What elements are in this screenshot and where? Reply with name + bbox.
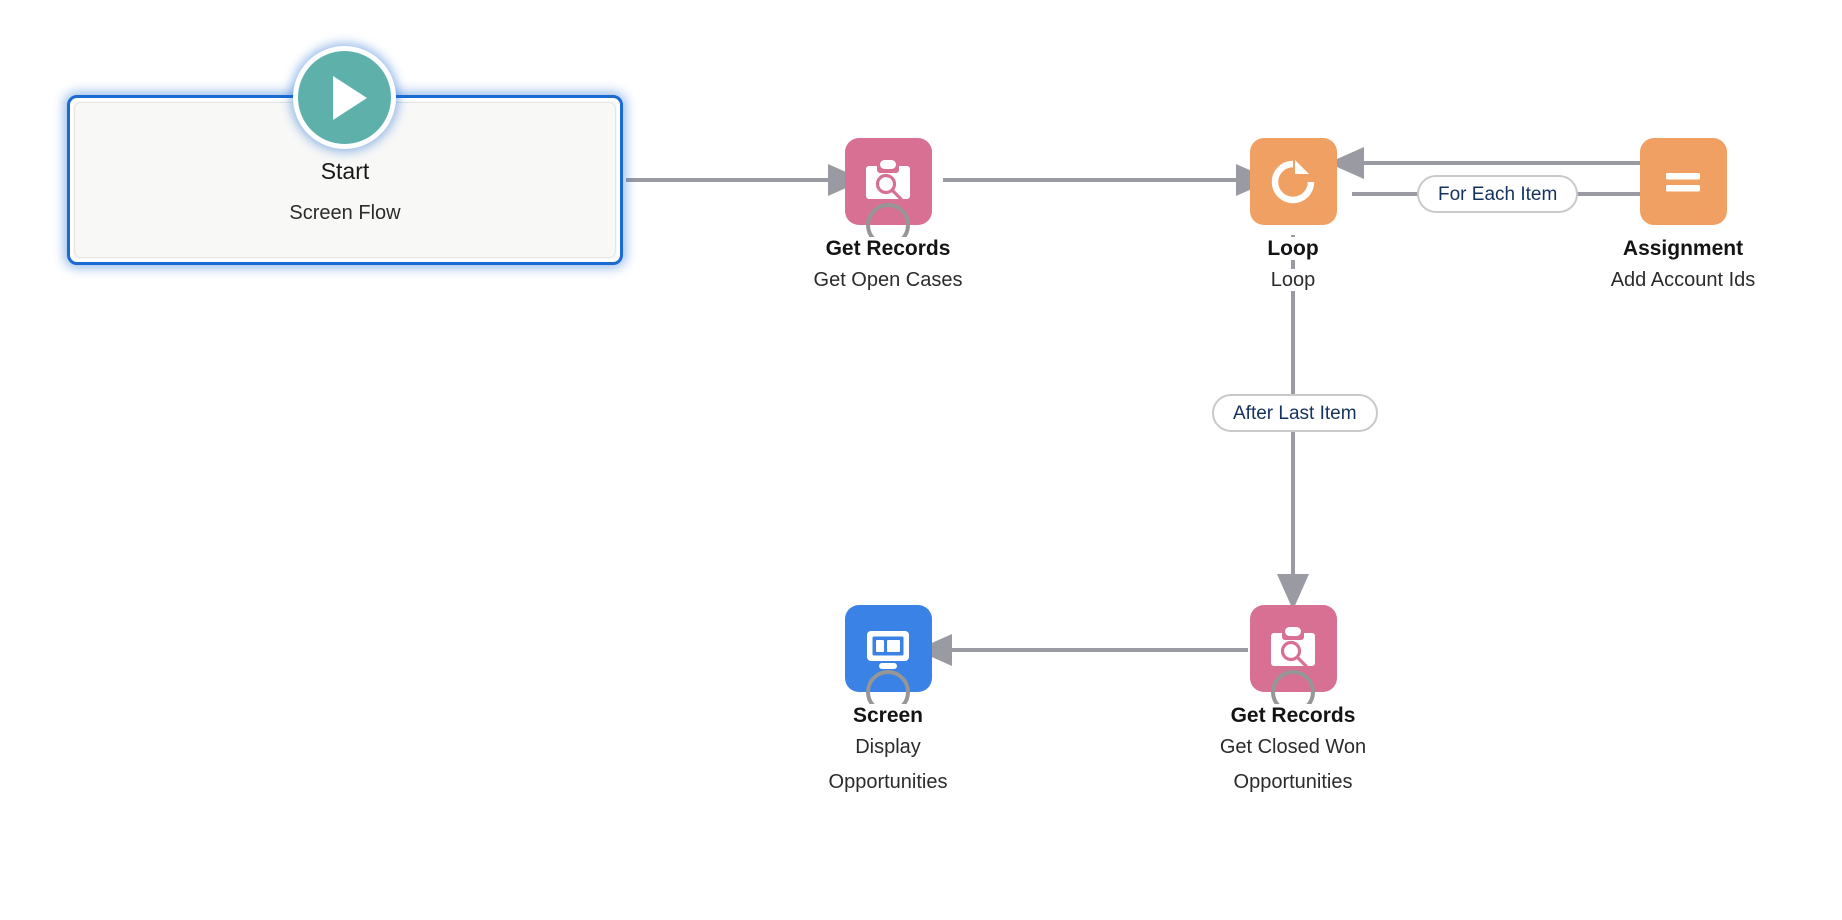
connector-label-for-each-item[interactable]: For Each Item	[1417, 175, 1579, 213]
node-subtitle-line: Opportunities	[788, 765, 988, 800]
start-title: Start	[320, 158, 370, 184]
node-subtitle-line: Loop	[1193, 263, 1393, 298]
node-screen[interactable]: Screen Display Opportunities	[788, 605, 988, 800]
screen-icon[interactable]	[844, 605, 932, 714]
node-title: Get Records	[788, 235, 988, 263]
get-records-icon[interactable]	[844, 138, 932, 247]
circular-arrow-glyph	[1271, 159, 1315, 203]
node-subtitle-line: Get Open Cases	[788, 263, 988, 298]
assignment-icon[interactable]	[1639, 138, 1727, 225]
clipboard-search-glyph	[866, 159, 910, 201]
play-icon[interactable]	[293, 46, 396, 149]
node-title: Loop	[1193, 235, 1393, 263]
node-subtitle-line: Add Account Ids	[1583, 263, 1783, 298]
node-get-records-open-cases[interactable]: Get Records Get Open Cases	[788, 138, 988, 298]
start-node[interactable]: Start Screen Flow	[67, 95, 623, 265]
node-subtitle-line: Get Closed Won	[1193, 730, 1393, 765]
get-records-icon[interactable]	[1249, 605, 1337, 714]
node-subtitle-line: Display	[788, 730, 988, 765]
start-subtitle: Screen Flow	[289, 202, 401, 224]
node-title: Get Records	[1193, 702, 1393, 730]
node-title: Assignment	[1583, 235, 1783, 263]
node-title: Screen	[788, 702, 988, 730]
loop-icon[interactable]	[1249, 138, 1337, 225]
clipboard-search-glyph	[1271, 626, 1315, 668]
monitor-glyph	[867, 630, 909, 669]
play-triangle	[332, 75, 367, 120]
equals-glyph	[1666, 172, 1700, 191]
node-subtitle-line: Opportunities	[1193, 765, 1393, 800]
node-loop[interactable]: Loop Loop	[1193, 138, 1393, 298]
node-get-records-closed-won[interactable]: Get Records Get Closed Won Opportunities	[1193, 605, 1393, 800]
connector-label-after-last-item[interactable]: After Last Item	[1212, 394, 1378, 432]
start-node-labels: Start Screen Flow	[70, 156, 620, 228]
node-assignment[interactable]: Assignment Add Account Ids	[1583, 138, 1783, 298]
